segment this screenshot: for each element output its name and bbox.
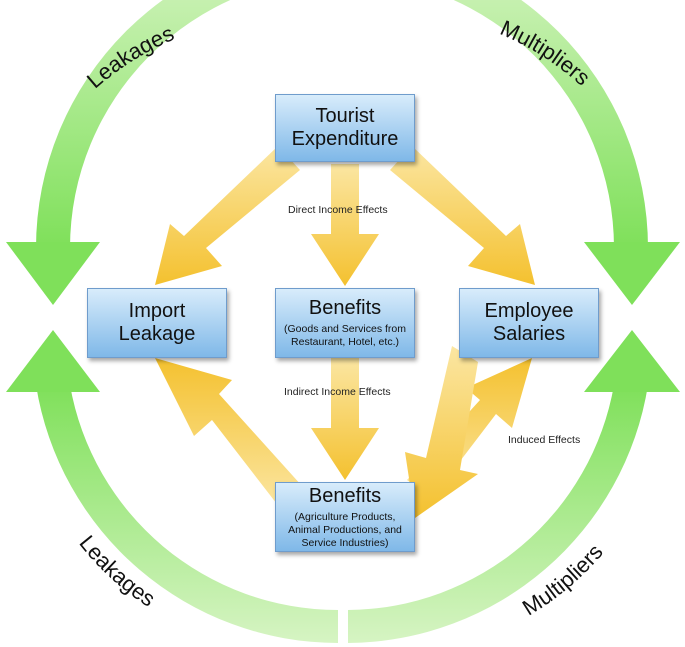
arrow-tourist-to-import	[155, 146, 300, 285]
ring-arc-bottom-left	[36, 385, 338, 643]
box-subtitle: (Agriculture Products, Animal Production…	[288, 510, 402, 549]
ring-arrowhead-top-right	[584, 242, 680, 305]
label-induced-effects: Induced Effects	[508, 434, 581, 446]
ring-arc-bottom-right	[348, 385, 648, 643]
box-benefits-goods-services: Benefits (Goods and Services from Restau…	[275, 288, 415, 358]
box-title: Tourist Expenditure	[291, 105, 399, 150]
box-title: Benefits	[308, 484, 382, 507]
arrow-benefits-to-import	[155, 358, 302, 508]
arrow-induced-effects-down	[405, 346, 478, 518]
ring-arrowhead-bottom-right	[584, 330, 680, 392]
arrow-tourist-to-employee	[390, 146, 535, 285]
arrow-direct-income	[311, 164, 379, 286]
arrow-indirect-income	[311, 358, 379, 480]
box-title: Import Leakage	[118, 300, 196, 345]
ring-arrowhead-bottom-left	[6, 330, 100, 392]
box-import-leakage: Import Leakage	[87, 288, 227, 358]
box-subtitle: (Goods and Services from Restaurant, Hot…	[284, 323, 406, 348]
box-title: Benefits	[308, 297, 382, 319]
box-title: Employee Salaries	[484, 300, 574, 345]
box-benefits-agriculture: Benefits (Agriculture Products, Animal P…	[275, 482, 415, 552]
ring-arrowhead-top-left	[6, 242, 100, 305]
label-direct-income-effects: Direct Income Effects	[288, 204, 388, 216]
label-indirect-income-effects: Indirect Income Effects	[284, 386, 391, 398]
box-tourist-expenditure: Tourist Expenditure	[275, 94, 415, 162]
box-employee-salaries: Employee Salaries	[459, 288, 599, 358]
